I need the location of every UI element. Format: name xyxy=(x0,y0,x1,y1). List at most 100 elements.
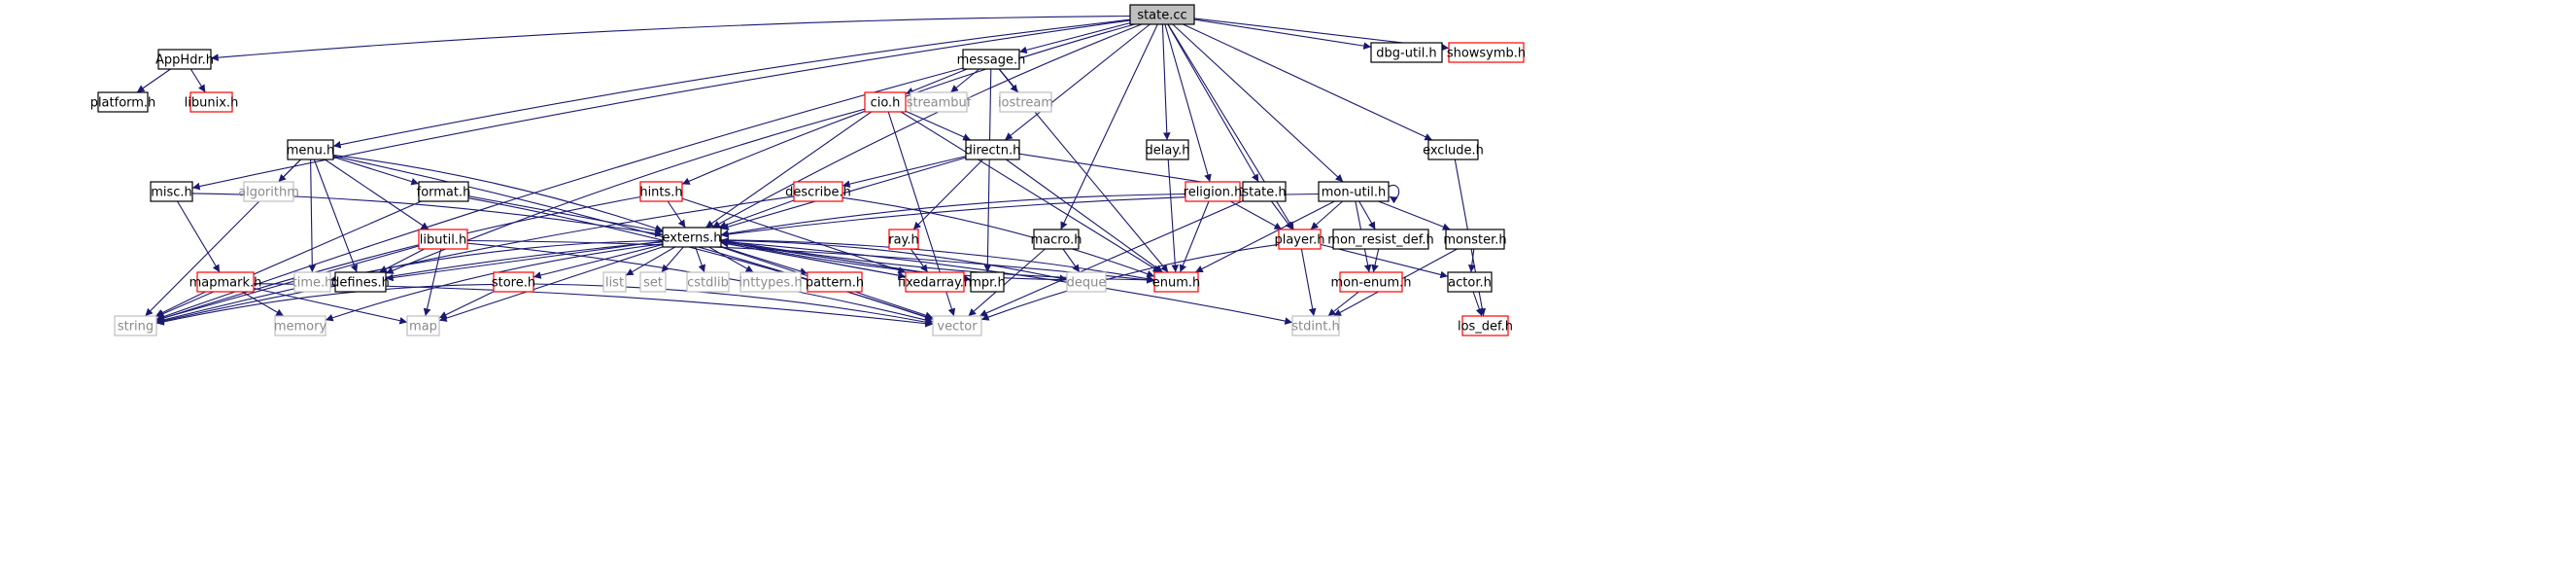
node-box xyxy=(1339,271,1403,293)
edge-state_cc-to-exclude xyxy=(1183,23,1433,141)
node-label: religion.h xyxy=(1184,186,1243,200)
node-ray[interactable]: ray.h xyxy=(888,229,919,250)
edge-externs-to-cstdlib xyxy=(695,246,705,273)
node-box xyxy=(910,91,968,113)
node-label: vector xyxy=(937,320,978,335)
node-pattern[interactable]: pattern.h xyxy=(806,271,864,293)
node-label: dbg-util.h xyxy=(1376,47,1436,61)
node-losdef[interactable]: los_def.h xyxy=(1458,315,1513,336)
node-map: map xyxy=(406,315,440,336)
node-box xyxy=(1445,229,1505,250)
node-label: stdint.h xyxy=(1291,320,1339,335)
node-platform[interactable]: platform.h xyxy=(90,91,156,113)
node-label: exclude.h xyxy=(1423,144,1484,159)
node-actor[interactable]: actor.h xyxy=(1447,271,1493,293)
edge-externs-to-pattern xyxy=(720,245,808,275)
node-label: mon_resist_def.h xyxy=(1327,233,1433,248)
node-box xyxy=(1318,181,1390,202)
node-state-cc[interactable]: state.cc xyxy=(1129,4,1195,25)
edge-message-to-streambuf xyxy=(949,68,980,93)
node-label: externs.h xyxy=(662,231,721,246)
node-misc[interactable]: misc.h xyxy=(150,181,193,202)
node-box xyxy=(739,271,802,293)
node-monresist[interactable]: mon_resist_def.h xyxy=(1327,229,1434,250)
edge-directn-to-enum xyxy=(1006,159,1163,273)
node-dbgutil[interactable]: dbg-util.h xyxy=(1370,42,1443,63)
node-state-h[interactable]: state.h xyxy=(1242,181,1287,202)
node-monutil[interactable]: mon-util.h xyxy=(1318,181,1390,202)
node-box xyxy=(1146,139,1189,160)
node-showsymb[interactable]: showsymb.h xyxy=(1447,42,1526,63)
edge-store-to-string xyxy=(155,283,495,326)
node-format[interactable]: format.h xyxy=(417,181,471,202)
node-monenum[interactable]: mon-enum.h xyxy=(1330,271,1412,293)
edge-cio-to-enum xyxy=(900,111,1161,273)
node-label: misc.h xyxy=(151,186,192,200)
edge-externs-to-inttypes xyxy=(708,246,754,273)
edge-monutil-to-player xyxy=(1310,200,1344,230)
edge-menu-to-format xyxy=(332,156,420,186)
edge-format-to-externs xyxy=(467,195,664,234)
node-label: format.h xyxy=(417,186,471,200)
edge-cio-to-directn xyxy=(905,110,972,141)
node-apphdr[interactable]: AppHdr.h xyxy=(155,49,214,70)
node-label: message.h xyxy=(957,53,1026,68)
node-box xyxy=(807,271,863,293)
node-player[interactable]: player.h xyxy=(1274,229,1325,250)
node-label: defines.h xyxy=(331,276,390,291)
node-monster[interactable]: monster.h xyxy=(1443,229,1507,250)
edge-menu-to-time xyxy=(308,159,317,273)
edge-misc-to-mapmark xyxy=(177,200,221,273)
edge-state_cc-to-menu xyxy=(332,18,1131,149)
node-cio[interactable]: cio.h xyxy=(864,91,907,113)
edge-message-to-mpr xyxy=(983,68,992,273)
edge-externs-to-deque xyxy=(720,239,1068,282)
edge-menu-to-defines xyxy=(313,159,359,273)
edge-state_cc-to-directn xyxy=(1004,23,1151,141)
node-exclude[interactable]: exclude.h xyxy=(1423,139,1484,160)
edge-menu-to-string xyxy=(145,159,301,317)
edge-ray-to-fixedarray xyxy=(910,248,929,273)
node-libunix[interactable]: libunix.h xyxy=(185,91,239,113)
node-label: pattern.h xyxy=(806,276,864,291)
node-macro[interactable]: macro.h xyxy=(1031,229,1082,250)
node-label: los_def.h xyxy=(1458,320,1513,335)
edge-state_cc-to-religion xyxy=(1164,23,1212,183)
node-mpr[interactable]: mpr.h xyxy=(969,271,1006,293)
node-defines[interactable]: defines.h xyxy=(331,271,390,293)
node-label: cstdlib xyxy=(687,276,729,291)
edge-apphdr-to-libunix xyxy=(189,68,206,93)
edge-player-to-stdint xyxy=(1300,248,1317,317)
node-hints[interactable]: hints.h xyxy=(639,181,683,202)
edge-apphdr-to-platform xyxy=(136,68,171,93)
edge-mapmark-to-string xyxy=(155,291,206,317)
node-delay[interactable]: delay.h xyxy=(1145,139,1190,160)
node-store[interactable]: store.h xyxy=(492,271,535,293)
node-fixedarray[interactable]: fixedarray.h xyxy=(898,271,972,293)
edge-monutil-to-monster xyxy=(1378,200,1451,230)
edge-monutil-to-monresist xyxy=(1358,200,1376,230)
node-libutil[interactable]: libutil.h xyxy=(418,229,468,250)
node-box xyxy=(602,271,627,293)
node-enum[interactable]: enum.h xyxy=(1152,271,1201,293)
edge-externs-to-stdint xyxy=(720,240,1293,325)
node-directn[interactable]: directn.h xyxy=(965,139,1021,160)
node-stdint: stdint.h xyxy=(1291,315,1340,336)
node-box xyxy=(293,271,331,293)
node-externs[interactable]: externs.h xyxy=(662,227,722,248)
node-label: monster.h xyxy=(1443,233,1506,248)
node-mapmark[interactable]: mapmark.h xyxy=(189,271,262,293)
node-time: time.h xyxy=(292,271,332,293)
node-describe[interactable]: describe.h xyxy=(785,181,851,202)
edge-monster-to-actor xyxy=(1467,248,1476,273)
node-message[interactable]: message.h xyxy=(957,49,1026,70)
node-cstdlib: cstdlib xyxy=(686,271,730,293)
node-menu[interactable]: menu.h xyxy=(287,139,335,160)
edge-monenum-to-stdint xyxy=(1327,291,1359,317)
edge-libutil-to-map xyxy=(423,248,442,317)
edge-describe-to-string xyxy=(155,195,795,324)
node-box xyxy=(686,271,730,293)
node-religion[interactable]: religion.h xyxy=(1184,181,1243,202)
node-string: string xyxy=(114,315,157,336)
node-label: directn.h xyxy=(965,144,1021,159)
